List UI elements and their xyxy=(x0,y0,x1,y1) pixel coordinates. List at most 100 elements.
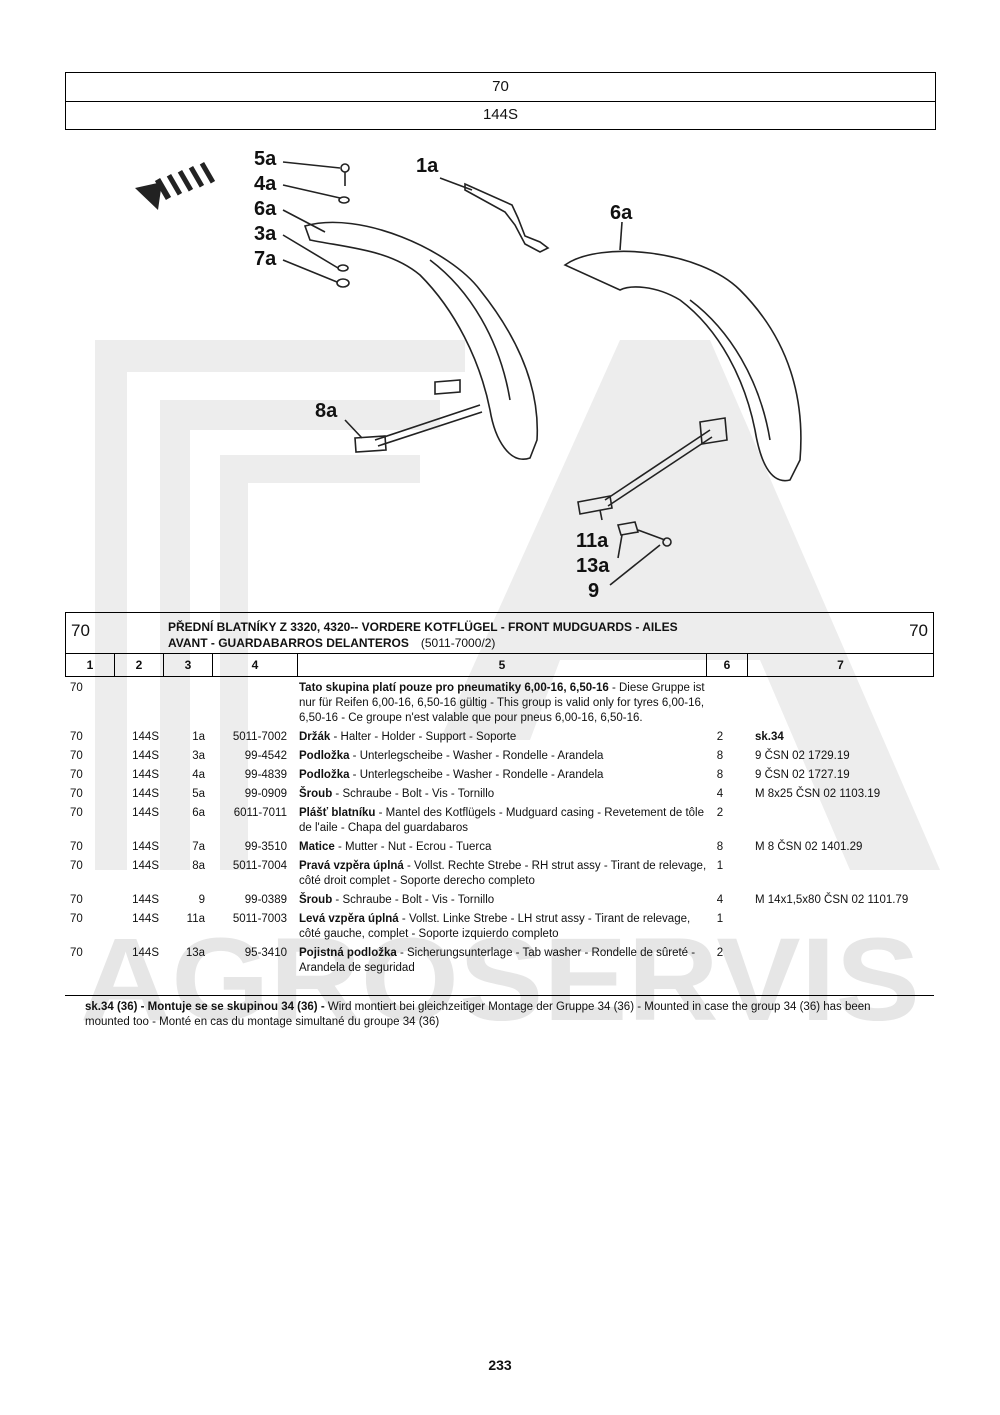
cell-position: 13a xyxy=(185,947,205,959)
cell-part-number: 95-3410 xyxy=(244,947,287,959)
cell-part-number: 5011-7003 xyxy=(232,913,287,925)
cell-description: Levá vzpěra úplná - Vollst. Linke Strebe… xyxy=(293,912,707,942)
cell-part-number: 99-4542 xyxy=(244,750,287,762)
table-title-code: (5011-7000/2) xyxy=(420,636,496,650)
part-name: Držák xyxy=(299,731,331,743)
part-translations: - Halter - Holder - Support - Soporte xyxy=(330,731,517,743)
table-body: 70 Tato skupina platí pouze pro pneumati… xyxy=(65,681,934,976)
cell-model: 144S xyxy=(132,860,159,872)
column-header-1: 1 xyxy=(66,654,115,676)
part-name: Podložka xyxy=(299,750,350,762)
cell-quantity: 2 xyxy=(716,947,724,959)
part-name: Podložka xyxy=(299,769,350,781)
part-name: Pravá vzpěra úplná xyxy=(299,860,404,872)
part-name: Matice xyxy=(299,841,335,853)
cell-quantity: 1 xyxy=(716,913,724,925)
part-name: Šroub xyxy=(299,788,333,800)
cell-quantity: 8 xyxy=(716,841,724,853)
parts-table: 70 PŘEDNÍ BLATNÍKY Z 3320, 4320-- VORDER… xyxy=(65,612,934,976)
model-header: 144S xyxy=(65,101,936,130)
intro-rest: - Diese Gruppe ist nur für Reifen 6,00-1… xyxy=(299,682,705,724)
cell-note: M 8 ČSN 02 1401.29 xyxy=(755,841,863,853)
cell-part-number: 99-0389 xyxy=(244,894,287,906)
callout-5a: 5a xyxy=(254,148,277,170)
cell-part-number: 6011-7011 xyxy=(233,807,287,819)
intro-row: 70 Tato skupina platí pouze pro pneumati… xyxy=(65,681,934,726)
table-row: 70 144S 8a 5011-7004 Pravá vzpěra úplná - Vo… xyxy=(65,859,934,889)
cell-description: Podložka - Unterlegscheibe - Washer - Ro… xyxy=(293,749,707,764)
cell-note xyxy=(733,946,934,976)
part-translations: - Mantel des Kotflügels - Mudguard casin… xyxy=(299,807,705,834)
part-translations: - Unterlegscheibe - Washer - Rondelle - … xyxy=(349,750,604,762)
column-header-4: 4 xyxy=(213,654,298,676)
cell-group: 70 xyxy=(70,894,83,906)
cell-group: 70 xyxy=(70,807,83,819)
cell-description: Držák - Halter - Holder - Support - Sopo… xyxy=(293,730,707,745)
cell-note xyxy=(733,806,934,836)
cell-position: 9 xyxy=(198,894,205,906)
part-name: Plášť blatníku xyxy=(299,807,376,819)
table-row: 70 144S 9 99-0389 Šroub - Schraube - Bolt - … xyxy=(65,893,934,908)
cell-description: Matice - Mutter - Nut - Ecrou - Tuerca xyxy=(293,840,707,855)
part-translations: - Vollst. Linke Strebe - LH strut assy -… xyxy=(299,913,691,940)
cell-note: 9 ČSN 02 1729.19 xyxy=(755,750,850,762)
column-header-3: 3 xyxy=(164,654,213,676)
cell-part-number: 99-4839 xyxy=(244,769,287,781)
cell-position: 6a xyxy=(192,807,205,819)
cell-group: 70 xyxy=(70,913,83,925)
svg-text:AGROSERVIS: AGROSERVIS xyxy=(80,914,920,1030)
table-title-row: 70 PŘEDNÍ BLATNÍKY Z 3320, 4320-- VORDER… xyxy=(65,612,934,654)
cell-position: 11a xyxy=(186,913,205,925)
cell-quantity: 8 xyxy=(716,750,724,762)
cell-model: 144S xyxy=(132,947,159,959)
cell-note xyxy=(733,859,934,889)
cell-group: 70 xyxy=(70,750,83,762)
cell-group: 70 xyxy=(70,682,83,694)
mudguard-exploded-diagram xyxy=(135,161,802,586)
cell-position: 4a xyxy=(192,769,205,781)
cell-position: 7a xyxy=(192,841,205,853)
direction-arrow-icon xyxy=(135,161,216,210)
part-translations: - Schraube - Bolt - Vis - Tornillo xyxy=(332,894,495,906)
part-translations: - Vollst. Rechte Strebe - RH strut assy … xyxy=(299,860,707,887)
cell-position: 5a xyxy=(192,788,205,800)
cell-description: Pravá vzpěra úplná - Vollst. Rechte Stre… xyxy=(293,859,707,889)
table-row: 70 144S 6a 6011-7011 Plášť blatníku - Mantel… xyxy=(65,806,934,836)
part-name: Šroub xyxy=(299,894,333,906)
page-number: 233 xyxy=(488,1357,512,1373)
table-title-line1: PŘEDNÍ BLATNÍKY Z 3320, 4320-- VORDERE K… xyxy=(168,620,678,634)
cell-model: 144S xyxy=(132,807,159,819)
column-header-2: 2 xyxy=(115,654,164,676)
cell-model: 144S xyxy=(132,894,159,906)
cell-position: 8a xyxy=(192,860,205,872)
callout-3a: 3a xyxy=(254,223,277,245)
cell-description: Šroub - Schraube - Bolt - Vis - Tornillo xyxy=(293,787,707,802)
intro-bold: Tato skupina platí pouze pro pneumatiky … xyxy=(299,682,609,694)
callout-13a: 13a xyxy=(576,555,610,577)
cell-description: Podložka - Unterlegscheibe - Washer - Ro… xyxy=(293,768,707,783)
callout-7a: 7a xyxy=(254,248,277,270)
cell-part-number: 99-3510 xyxy=(244,841,287,853)
intro-text: Tato skupina platí pouze pro pneumatiky … xyxy=(293,681,707,726)
cell-part-number: 5011-7004 xyxy=(232,860,287,872)
cell-model: 144S xyxy=(132,769,159,781)
cell-description: Šroub - Schraube - Bolt - Vis - Tornillo xyxy=(293,893,707,908)
cell-group: 70 xyxy=(70,947,83,959)
callout-9: 9 xyxy=(588,580,600,602)
cell-group: 70 xyxy=(70,860,83,872)
cell-part-number: 5011-7002 xyxy=(232,731,287,743)
cell-group: 70 xyxy=(70,788,83,800)
cell-quantity: 2 xyxy=(716,807,724,819)
callout-4a: 4a xyxy=(254,173,277,195)
table-title-line2: AVANT - GUARDABARROS DELANTEROS xyxy=(168,636,409,650)
cell-quantity: 4 xyxy=(716,894,724,906)
cell-model: 144S xyxy=(132,841,159,853)
cell-description: Plášť blatníku - Mantel des Kotflügels -… xyxy=(293,806,707,836)
cell-position: 3a xyxy=(192,750,205,762)
callout-1a: 1a xyxy=(416,155,439,177)
part-name: Pojistná podložka xyxy=(299,947,397,959)
